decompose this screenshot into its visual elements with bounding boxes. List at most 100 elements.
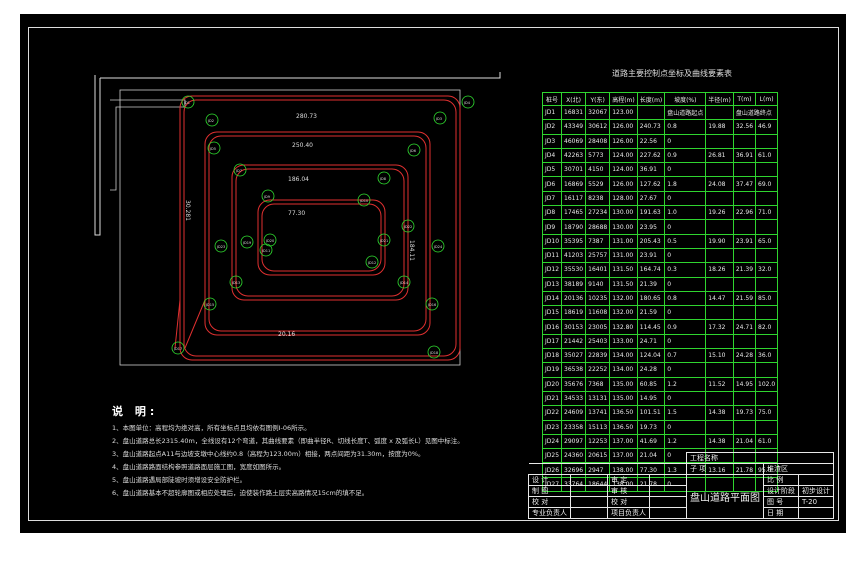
control-point-label: JD17 [173,347,182,351]
table-cell: 191.63 [636,205,666,221]
table-cell: 34533 [561,390,587,407]
table-cell [732,305,757,321]
control-point-marker [433,111,447,125]
table-cell: 124.00 [609,162,638,178]
table-cell: JD4 [541,147,563,164]
table-cell: 114.45 [636,319,666,335]
table-cell: 24.28 [636,362,666,378]
table-title: 道路主要控制点坐标及曲线要素表 [612,69,732,78]
table-cell: 69.0 [755,176,779,192]
table-cell: JD18 [541,348,563,364]
project-label: 工程名称 [686,452,834,464]
table-cell: 32.0 [755,262,779,278]
table-cell: JD8 [541,205,563,221]
table-cell: 132.00 [609,290,638,307]
table-cell: 10235 [585,290,611,307]
table-cell [705,419,734,435]
table-cell: 35395 [561,233,587,249]
table-cell: 0 [664,390,707,407]
table-cell: 1.2 [664,433,707,450]
table-cell: 12253 [585,433,611,450]
table-header-cell: 高程(m) [609,92,638,106]
control-point-marker [377,171,391,185]
drawing-frame [28,27,839,521]
table-cell: 21.59 [732,290,757,307]
control-point-label: JD24 [433,245,443,249]
table-cell: 124.00 [609,147,638,164]
control-point-marker [427,345,441,359]
table-cell: 盘山道路起点 [664,104,707,121]
table-cell: 1.2 [664,376,707,392]
control-point-label: JD7 [235,169,242,173]
table-cell [705,276,734,292]
role-draw: 制 图 [528,485,571,497]
note-item: 3、盘山道路起点A11与边坡支墩中心线约0.8（高程为123.00m）相接，两点… [112,450,425,458]
table-cell: JD9 [541,219,563,235]
control-point-marker [461,95,475,109]
table-cell: 46069 [561,133,587,149]
table-cell: 227.62 [636,147,666,164]
table-cell [732,219,757,235]
table-cell [705,247,734,264]
table-cell: 16401 [585,262,611,278]
note-item: 4、盘山道路路面结构参照道路面层施工图，宽度如图所示。 [112,463,286,471]
table-cell: 0.8 [664,119,707,135]
scale-label: 比 例 [763,474,799,486]
table-cell: 15113 [585,419,611,435]
table-cell: 131.00 [609,233,638,249]
table-cell [732,190,757,207]
table-cell: 19.88 [705,119,734,135]
table-cell: 7368 [585,376,611,392]
table-cell: JD24 [541,433,563,450]
sub-value: 堆渣区 [763,463,834,475]
control-point-label: JD9 [263,195,270,199]
table-cell: 134.00 [609,362,638,378]
table-cell: JD16 [541,319,563,335]
role-check: 校 对 [528,496,571,508]
table-cell: 36538 [561,362,587,378]
table-cell: 134.00 [609,348,638,364]
control-point-label: JD1 [183,101,190,105]
table-cell: 27234 [585,205,611,221]
table-cell: 14.38 [705,405,734,421]
table-cell: 71.0 [755,205,779,221]
table-header-cell: 坡度(%) [664,92,707,106]
road-edge [183,99,457,357]
table-cell: 21.59 [636,305,666,321]
table-cell [732,162,757,178]
table-cell: 61.0 [755,147,779,164]
control-point-marker [263,233,277,247]
control-point-marker [240,235,254,249]
table-cell: 24.08 [705,176,734,192]
dim-label-top: 280.73 [296,113,317,120]
table-cell: 0.7 [664,348,707,364]
table-cell: 124.04 [636,348,666,364]
dim-label-5: 20.16 [278,331,295,338]
road-edge [208,135,427,332]
notes-heading: 说 明: [112,405,159,418]
table-cell: 30701 [561,162,587,178]
table-cell [705,390,734,407]
control-point-marker [431,239,445,253]
table-cell: 9140 [585,276,611,292]
control-point-label: JD18 [429,351,438,355]
table-cell [755,162,779,178]
table-cell: 21.39 [732,262,757,278]
table-cell: 24.71 [636,333,666,350]
table-cell: JD1 [541,104,563,121]
table-cell: 61.0 [755,433,779,450]
table-cell: 0.9 [664,147,707,164]
control-point-label: JD20 [265,239,274,243]
table-header-cell: 长度(m) [636,92,666,106]
table-cell: 22.56 [636,133,666,149]
control-point-marker [357,193,371,207]
table-header-cell: T(m) [732,92,757,106]
table-cell: 36.0 [755,348,779,364]
role-review: 审 核 [607,485,650,497]
control-point-marker [377,233,391,247]
